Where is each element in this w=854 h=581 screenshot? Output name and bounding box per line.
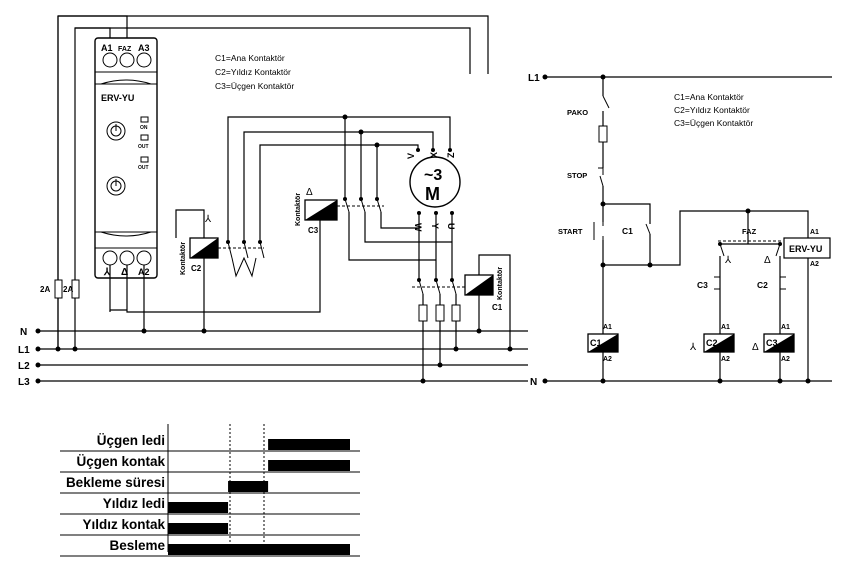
contactor-c2-star: ⅄ xyxy=(204,214,212,225)
ctrl-c3-a1: A1 xyxy=(781,324,790,331)
erv-relay xyxy=(94,37,158,279)
relay-name: ERV-YU xyxy=(101,93,134,103)
ctrl-stop: STOP xyxy=(567,171,587,180)
legend-c2: C2=Yıldız Kontaktör xyxy=(215,67,291,77)
ctrl-c2-star: ⅄ xyxy=(689,342,697,353)
ctrl-c1-contact: C1 xyxy=(622,226,633,236)
mains-lines xyxy=(35,328,528,384)
legend-right-c3: C3=Üçgen Kontaktör xyxy=(674,118,753,128)
ctrl-l1: L1 xyxy=(528,73,540,84)
timing-row-label: Bekleme süresi xyxy=(66,475,165,490)
ctrl-relay-a2: A2 xyxy=(810,261,819,268)
ctrl-faz: FAZ xyxy=(742,227,757,236)
ctrl-start: START xyxy=(558,227,583,236)
contactor-c3 xyxy=(304,199,338,221)
contactor-c3-side: Kontaktör xyxy=(295,193,302,226)
timing-bar xyxy=(168,523,229,534)
mains-label-n: N xyxy=(20,327,27,338)
mains-label-l3: L3 xyxy=(18,377,30,388)
fuse-icon xyxy=(418,304,428,322)
ctrl-c1-a1: A1 xyxy=(603,324,612,331)
mains-label-l1: L1 xyxy=(18,345,30,356)
relay-out-label: OUT xyxy=(138,165,149,171)
timing-bar xyxy=(228,481,269,492)
contactor-c1-label: C1 xyxy=(492,303,503,312)
led-icon xyxy=(140,134,149,141)
relay-on-label: ON xyxy=(140,125,148,131)
ctrl-c1-a2: A2 xyxy=(603,356,612,363)
fuse-label: 2A xyxy=(63,285,73,294)
motor-term-z: Z xyxy=(446,152,456,158)
relay-terminal-a3: A3 xyxy=(138,43,150,53)
ctrl-c3-a2: A2 xyxy=(781,356,790,363)
ctrl-delta: Δ xyxy=(764,255,771,266)
relay-terminal-star: ⅄ xyxy=(103,267,111,278)
ctrl-c2-coil: C2 xyxy=(706,338,718,348)
motor-term-w: W xyxy=(413,223,423,232)
motor-letter: M xyxy=(425,184,440,204)
led-icon xyxy=(140,156,149,163)
control-main-column xyxy=(587,74,809,384)
contactor-c3-label: C3 xyxy=(308,226,319,235)
timing-diagram xyxy=(60,424,360,557)
timing-bar xyxy=(168,544,350,555)
timing-row-label: Üçgen ledi xyxy=(97,433,165,448)
ctrl-c2-a1: A1 xyxy=(721,324,730,331)
timing-bar xyxy=(168,502,229,513)
fuse-icon xyxy=(71,279,80,299)
delta-switches xyxy=(337,114,452,261)
ctrl-c2-a2: A2 xyxy=(721,356,730,363)
legend-right-c1: C1=Ana Kontaktör xyxy=(674,92,744,102)
ctrl-erv: ERV-YU xyxy=(789,244,822,254)
contactor-c2-side: Kontaktör xyxy=(180,242,187,275)
mains-label-l2: L2 xyxy=(18,361,30,372)
ctrl-c3-delta: Δ xyxy=(752,342,759,353)
fuse-label: 2A xyxy=(40,285,50,294)
ctrl-c3-coil: C3 xyxy=(766,338,778,348)
knob-icon xyxy=(106,176,126,196)
fuse-icon xyxy=(54,279,63,299)
contactor-c1-side: Kontaktör xyxy=(497,267,504,300)
ctrl-relay xyxy=(703,225,831,384)
motor-term-x: X xyxy=(429,152,439,158)
motor-term-u: U xyxy=(446,223,456,230)
motor-symbol: ~3 xyxy=(424,167,442,184)
ctrl-pako: PAKO xyxy=(567,108,588,117)
timing-bar xyxy=(268,439,350,450)
relay-out-label: OUT xyxy=(138,144,149,150)
motor-term-y: Y xyxy=(430,223,440,229)
contactor-c3-delta: Δ xyxy=(306,187,313,198)
relay-terminal-delta: Δ xyxy=(121,267,128,278)
motor-term-v: V xyxy=(406,153,416,159)
motor-icon xyxy=(409,148,461,280)
ctrl-relay-a1: A1 xyxy=(810,229,819,236)
led-icon xyxy=(140,116,149,123)
knob-icon xyxy=(106,121,126,141)
timing-row-label: Besleme xyxy=(109,538,165,553)
fuse-icon xyxy=(451,304,461,322)
contactor-c1 xyxy=(412,254,513,384)
relay-terminal-faz: FAZ xyxy=(118,46,132,53)
ctrl-c3-contact: C3 xyxy=(697,280,708,290)
fuse-icon xyxy=(435,304,445,322)
contactor-c2-label: C2 xyxy=(191,264,202,273)
star-bridge xyxy=(218,116,451,278)
timing-row-label: Yıldız ledi xyxy=(103,496,165,511)
legend-right-c2: C2=Yıldız Kontaktör xyxy=(674,105,750,115)
legend-c3: C3=Üçgen Kontaktör xyxy=(215,81,294,91)
ctrl-n: N xyxy=(530,377,537,388)
timing-row-label: Üçgen kontak xyxy=(76,454,165,469)
ctrl-c1-coil: C1 xyxy=(590,338,602,348)
contactor-c2 xyxy=(175,209,219,334)
ctrl-star: ⅄ xyxy=(724,255,732,266)
legend-c1: C1=Ana Kontaktör xyxy=(215,53,285,63)
ctrl-c2-contact: C2 xyxy=(757,280,768,290)
timing-row-label: Yıldız kontak xyxy=(82,517,165,532)
timing-bar xyxy=(268,460,350,471)
relay-terminal-a1: A1 xyxy=(101,43,113,53)
